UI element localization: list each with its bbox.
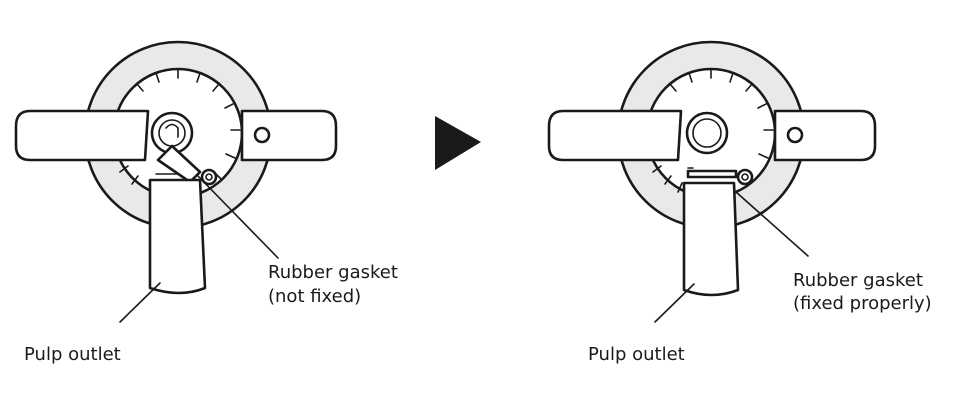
play-triangle-icon: [435, 116, 481, 170]
right-handle-right-arm: [773, 109, 877, 162]
left-gasket-label-line1: Rubber gasket: [268, 262, 398, 283]
left-gasket-leader-line: [197, 175, 279, 259]
left-handle-right-arm: [240, 109, 338, 162]
left-handle-left-arm: [14, 109, 150, 162]
right-center-hub-inner: [692, 118, 722, 148]
left-chamber-ticks: [119, 68, 241, 185]
left-outlet-label: Pulp outlet: [24, 344, 121, 365]
right-gasket-label-line2: (fixed properly): [793, 293, 932, 314]
left-assembly: [14, 40, 338, 323]
left-pulp-outlet-spout: [148, 178, 207, 295]
right-assembly: [547, 40, 877, 323]
right-gasket-label-line1: Rubber gasket: [793, 270, 923, 291]
right-chamber-ticks: [652, 68, 774, 193]
right-outlet-label: Pulp outlet: [588, 344, 685, 365]
left-rubber-gasket-loose: [156, 144, 202, 184]
right-gasket-pin: [736, 168, 754, 186]
left-handle-hole: [253, 126, 271, 144]
right-outlet-leader-line: [654, 283, 695, 323]
right-gasket-leader-line: [735, 191, 809, 257]
left-gasket-pin: [200, 168, 218, 186]
right-handle-hole: [786, 126, 804, 144]
right-pulp-outlet-spout: [682, 181, 740, 297]
left-gasket-label-line2: (not fixed): [268, 286, 362, 307]
left-outlet-leader-line: [119, 282, 161, 323]
right-rubber-gasket-fixed: [686, 169, 738, 179]
right-handle-left-arm: [547, 109, 683, 162]
